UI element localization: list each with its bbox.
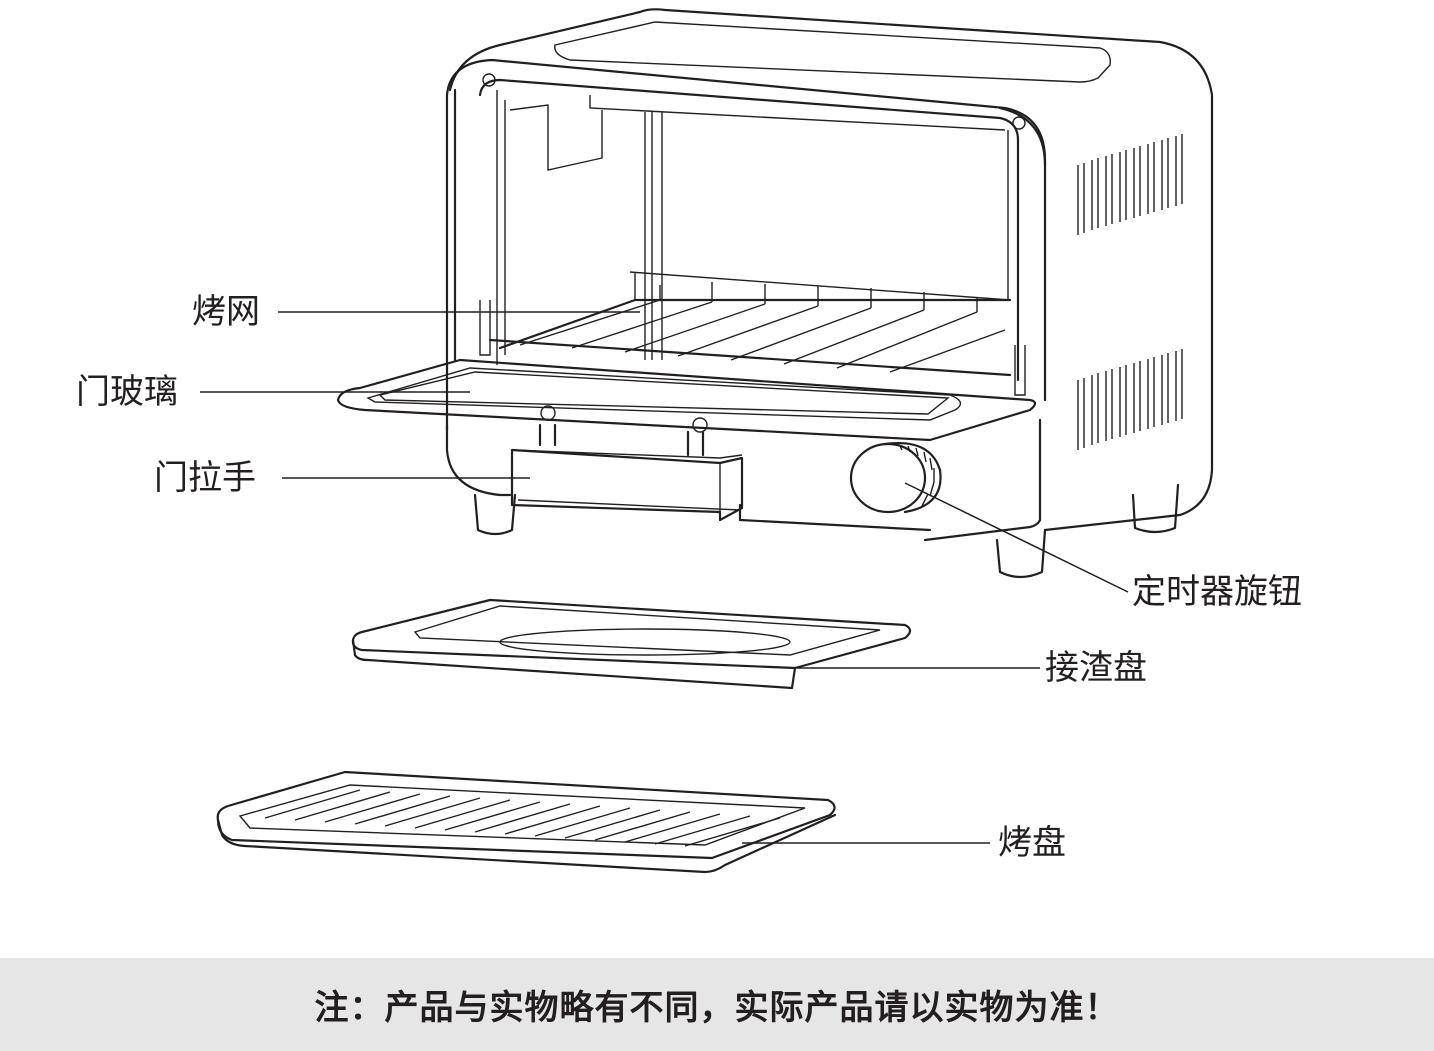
label-door-glass: 门玻璃 [76, 372, 178, 412]
label-grill-rack: 烤网 [192, 292, 260, 332]
grill-rack [479, 271, 1026, 396]
side-vents-lower [1077, 349, 1183, 450]
label-timer-knob: 定时器旋钮 [1132, 572, 1302, 612]
timer-knob [849, 442, 942, 514]
oven-diagram [200, 8, 1214, 874]
label-door-handle: 门拉手 [154, 458, 256, 498]
baking-tray [216, 770, 837, 874]
disclaimer-note: 注：产品与实物略有不同，实际产品请以实物为准！ [314, 988, 1120, 1028]
door-handle [510, 423, 744, 522]
oven-door [336, 358, 1037, 442]
leader-lines [200, 311, 1129, 844]
side-vents-upper [1077, 134, 1183, 235]
crumb-tray [351, 598, 912, 690]
oven-body [445, 8, 1214, 579]
label-crumb-tray: 接渣盘 [1045, 648, 1147, 688]
label-baking-tray: 烤盘 [998, 823, 1066, 863]
note-bar: 注：产品与实物略有不同，实际产品请以实物为准！ [0, 958, 1434, 1051]
